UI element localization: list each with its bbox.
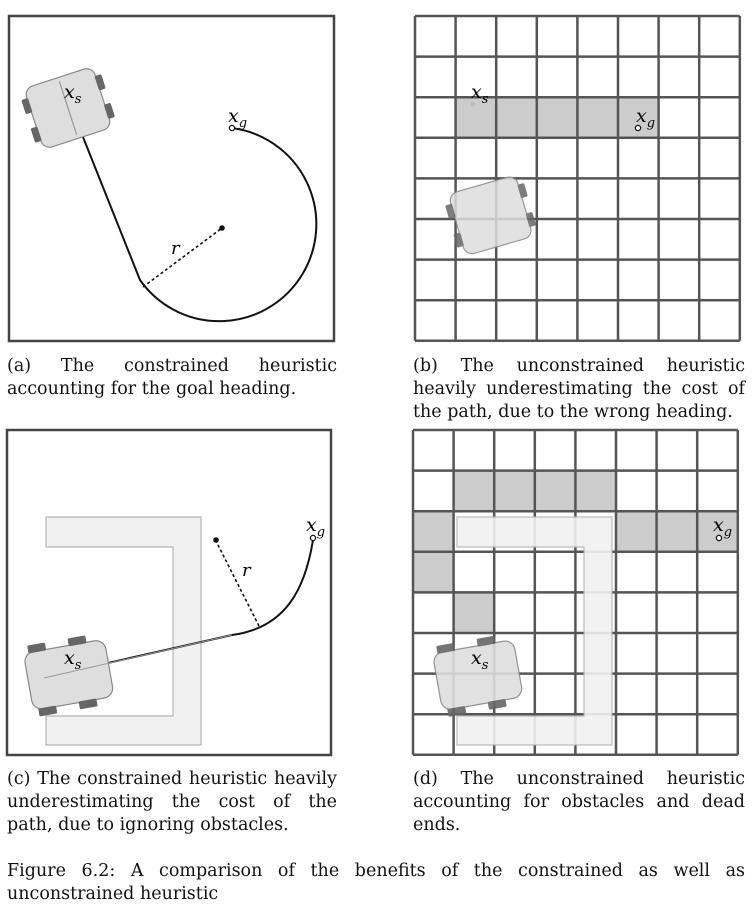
panel-d-caption: (d) The unconstrained heuristic accounti… bbox=[413, 769, 745, 835]
shaded-cell bbox=[534, 470, 576, 512]
figure-caption: Figure 6.2: A comparison of the benefits… bbox=[7, 861, 745, 904]
panel-d-obstacle bbox=[456, 516, 613, 746]
shaded-cell bbox=[496, 97, 537, 138]
shaded-cell bbox=[536, 97, 578, 138]
shaded-cell bbox=[455, 97, 497, 138]
panel-a-path bbox=[76, 121, 318, 323]
shaded-cell bbox=[616, 511, 657, 552]
shaded-cell bbox=[413, 551, 454, 593]
shaded-cell bbox=[413, 511, 454, 552]
panel-c-radius-label: r bbox=[242, 560, 252, 581]
panel-a-center-point bbox=[219, 225, 225, 231]
panel-b-start-label: xs bbox=[471, 81, 489, 107]
panel-a-goal-marker bbox=[228, 124, 236, 132]
shaded-cell bbox=[453, 592, 495, 633]
panel-b-diagram: xs xg bbox=[413, 14, 742, 343]
panel-d-goal-marker bbox=[715, 534, 723, 542]
panel-b-goal-marker bbox=[634, 124, 642, 132]
panel-b-start-point bbox=[470, 101, 476, 107]
shaded-cell bbox=[697, 511, 738, 552]
panel-d-robot bbox=[433, 635, 523, 717]
panel-c-frame bbox=[5, 428, 333, 757]
panel-c-start-label: xs bbox=[64, 647, 82, 673]
panel-c-goal-marker bbox=[309, 534, 317, 542]
panel-d-diagram: xs xg bbox=[411, 428, 740, 757]
panel-c-goal-label: xg bbox=[306, 514, 325, 540]
panel-c-robot-axis bbox=[43, 634, 233, 679]
shaded-cell bbox=[494, 470, 535, 512]
panel-b-goal-label: xg bbox=[636, 105, 655, 131]
panel-a-caption: (a) The constrained heuristic accounting… bbox=[7, 356, 337, 399]
shaded-cell bbox=[575, 470, 616, 512]
panel-a-diagram: r xs xg bbox=[7, 14, 336, 343]
panel-c-radius-line bbox=[215, 540, 260, 627]
panel-a-robot bbox=[21, 68, 115, 148]
panel-d-start-label: xs bbox=[471, 647, 489, 673]
shaded-cell bbox=[656, 511, 698, 552]
panel-c-path bbox=[45, 539, 314, 678]
panel-c-diagram: r xs xg bbox=[5, 428, 333, 757]
panel-a-radius-label: r bbox=[171, 238, 181, 259]
panel-d-goal-label: xg bbox=[713, 514, 732, 540]
panel-a-start-label: xs bbox=[64, 81, 82, 107]
panel-c-robot bbox=[24, 635, 114, 717]
panel-a-frame bbox=[7, 14, 336, 343]
panel-a-goal-label: xg bbox=[228, 105, 247, 131]
panel-b-grid bbox=[413, 14, 742, 343]
panel-c-obstacle bbox=[45, 516, 202, 746]
panel-b-caption: (b) The unconstrained heuristic heavily … bbox=[413, 356, 745, 422]
shaded-cell bbox=[577, 97, 618, 138]
panel-b-robot bbox=[445, 176, 536, 255]
panel-a-radius-line bbox=[142, 227, 223, 288]
panel-c-center-point bbox=[213, 537, 219, 543]
panel-d-grid bbox=[411, 428, 740, 757]
shaded-cell bbox=[453, 470, 495, 512]
panel-c-caption: (c) The constrained heuristic heavily un… bbox=[7, 769, 337, 835]
